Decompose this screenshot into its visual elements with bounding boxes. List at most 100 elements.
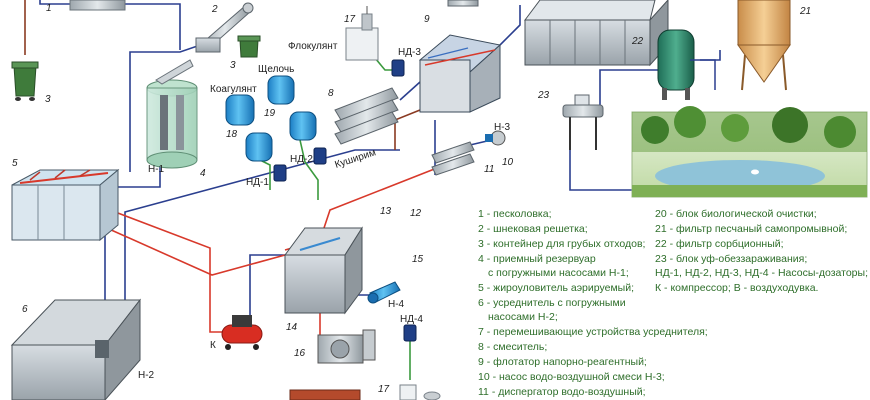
label-alkali: Щелочь xyxy=(258,64,294,75)
sorption-filter xyxy=(657,29,716,100)
num-6: 6 xyxy=(22,304,28,315)
pipe-uv-to-pond xyxy=(569,125,632,191)
num-17-bottom: 17 xyxy=(378,384,390,395)
label-n1: Н-1 xyxy=(148,164,165,175)
num-1: 1 xyxy=(46,3,52,14)
legend-left-line: 3 - контейнер для грубых отходов; xyxy=(478,238,645,250)
legend-left-line: 1 - песколовка; xyxy=(478,208,552,220)
flocculant-station xyxy=(345,6,379,61)
mixer xyxy=(334,87,399,145)
num-2: 2 xyxy=(211,4,218,15)
num-8: 8 xyxy=(328,88,334,99)
waste-container-left xyxy=(11,61,39,101)
num-13: 13 xyxy=(380,206,392,217)
doser-nd4 xyxy=(403,324,417,342)
clean-water-pond-image xyxy=(631,106,868,198)
dosing-unit-bottom xyxy=(399,384,441,400)
pipe-receiver-to-grease-trap xyxy=(110,160,161,188)
num-21: 21 xyxy=(799,6,811,17)
pump-labels: НД-3 НД-2 НД-1 Н-3 Н-1 Н-2 Н-4 НД-4 xyxy=(138,47,511,381)
alkali-tank-small xyxy=(267,75,295,105)
legend-left-line: 11 - диспергатор водо-воздушный; xyxy=(478,386,646,398)
legend-right-line: К - компрессор; В - воздуходувка. xyxy=(655,282,818,294)
num-11: 11 xyxy=(484,164,494,175)
num-16: 16 xyxy=(294,348,306,359)
legend-right: 20 - блок биологической очистки; 21 - фи… xyxy=(655,208,868,294)
legend-left-line: 9 - флотатор напорно-реагентный; xyxy=(478,356,647,368)
num-12: 12 xyxy=(410,208,422,219)
sludge-tank xyxy=(284,226,363,315)
flotator xyxy=(418,34,502,113)
doser-nd2 xyxy=(313,147,327,165)
pipe-filter-to-sorb xyxy=(700,50,721,61)
legend-left-line: 4 - приемный резервуар xyxy=(478,253,596,265)
label-n4: Н-4 xyxy=(388,299,405,310)
num-3-left: 3 xyxy=(45,94,51,105)
screw-screen xyxy=(195,2,254,53)
legend-right-line: 23 - блок уф-обеззараживания; xyxy=(655,253,807,265)
pump-h4 xyxy=(367,281,401,304)
pipe-h2-up xyxy=(124,149,400,300)
label-nd2: НД-2 xyxy=(290,154,313,165)
doser-nd1 xyxy=(273,164,287,182)
reagent-line-alkali xyxy=(299,139,319,200)
receiving-reservoir xyxy=(146,59,198,169)
num-15: 15 xyxy=(412,254,424,265)
num-17-top: 17 xyxy=(344,14,356,25)
compressor xyxy=(221,315,263,350)
air-line-equalizer xyxy=(99,224,286,276)
alkali-tank xyxy=(289,111,317,141)
num-9: 9 xyxy=(424,14,430,25)
num-19: 19 xyxy=(264,108,276,119)
legend-left: 1 - песколовка; 2 - шнековая решетка; 3 … xyxy=(478,208,708,398)
label-coagulant: Коагулянт xyxy=(210,84,257,95)
waste-container-screen xyxy=(237,35,261,58)
legend-right-line: НД-1, НД-2, НД-3, НД-4 - Насосы-дозаторы… xyxy=(655,267,868,279)
dewatering-unit xyxy=(289,329,376,400)
bio-treatment-block xyxy=(524,0,669,67)
legend-left-line: 5 - жироуловитель аэрируемый; xyxy=(478,282,634,294)
num-22: 22 xyxy=(631,36,644,47)
label-n3: Н-3 xyxy=(494,122,511,133)
legend-right-line: 22 - фильтр сорбционный; xyxy=(655,238,784,250)
pipe-bio-to-filter xyxy=(599,60,661,105)
legend-right-line: 21 - фильтр песчаный самопромывной; xyxy=(655,223,847,235)
equalizer-tank xyxy=(10,298,142,400)
num-10: 10 xyxy=(502,157,514,168)
label-nd3: НД-3 xyxy=(398,47,421,58)
grease-trap xyxy=(11,168,120,242)
sludge-line-flotator xyxy=(394,109,421,150)
label-n2: Н-2 xyxy=(138,370,155,381)
dispergator xyxy=(431,141,475,176)
num-3-screen: 3 xyxy=(230,60,236,71)
sand-filter xyxy=(737,0,791,91)
pump-h3 xyxy=(485,130,506,146)
legend-left-line: с погружными насосами Н-1; xyxy=(488,267,629,279)
pipe-mixer-to-flotator xyxy=(399,81,421,101)
sand-trap xyxy=(69,0,126,11)
label-flocculant: Флокулянт xyxy=(288,41,338,52)
uv-disinfection-block xyxy=(562,94,604,150)
num-14: 14 xyxy=(286,322,298,333)
legend-right-line: 20 - блок биологической очистки; xyxy=(655,208,817,220)
doser-nd3 xyxy=(391,59,405,77)
air-line-compressor xyxy=(109,209,225,333)
reagent-line-coagulant xyxy=(259,159,271,190)
num-5: 5 xyxy=(12,158,18,169)
label-nd1: НД-1 xyxy=(246,177,269,188)
num-4: 4 xyxy=(200,168,206,179)
num-18: 18 xyxy=(226,129,238,140)
legend-left-line: насосами Н-2; xyxy=(488,311,558,323)
equipment-numbers: 1 2 3 3 4 5 6 8 9 10 11 12 13 14 15 16 1… xyxy=(12,3,811,395)
num-23: 23 xyxy=(537,90,550,101)
legend-left-line: 2 - шнековая решетка; xyxy=(478,223,588,235)
label-nd4: НД-4 xyxy=(400,314,423,325)
legend-left-line: 8 - смеситель; xyxy=(478,341,547,353)
legend-left-line: 10 - насос водо-воздушной смеси Н-3; xyxy=(478,371,665,383)
top-pipe-unit xyxy=(447,0,479,7)
label-compressor: К xyxy=(210,340,216,351)
coagulant-tank xyxy=(245,132,273,162)
legend-left-line: 6 - усреднитель с погружными xyxy=(478,297,626,309)
